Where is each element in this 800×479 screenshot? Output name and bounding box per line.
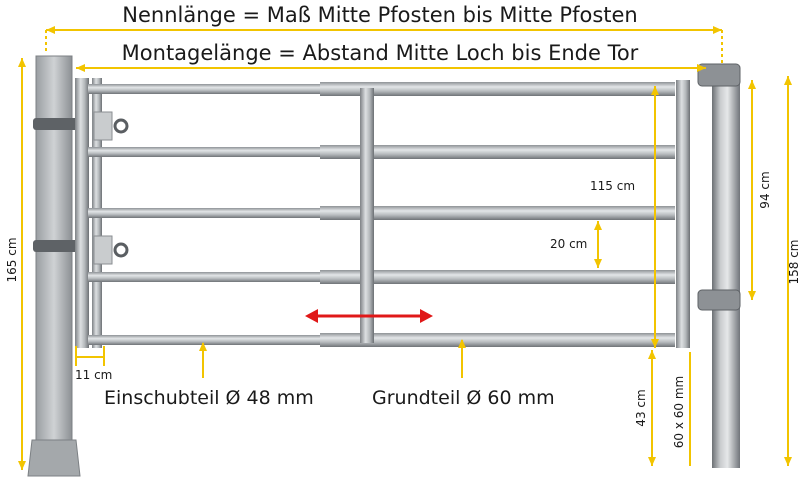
adjust-arrow <box>305 309 433 323</box>
right-post <box>697 63 741 468</box>
post-total-label: 158 cm <box>787 239 800 284</box>
left-post <box>27 55 81 477</box>
insert-offset-label: 11 cm <box>75 368 112 382</box>
gate-latch-frame <box>676 80 690 348</box>
dimension-lines <box>18 26 792 470</box>
base-part-label: Grundteil Ø 60 mm <box>372 387 555 409</box>
upper-section-label: 94 cm <box>758 171 772 208</box>
post-profile-label: 60 x 60 mm <box>672 376 686 448</box>
nominal-length-title: Nennlänge = Maß Mitte Pfosten bis Mitte … <box>122 3 637 27</box>
insert-part-label: Einschubteil Ø 48 mm <box>104 387 314 409</box>
mounting-length-title: Montagelänge = Abstand Mitte Loch bis En… <box>122 41 639 65</box>
ground-clearance-label: 43 cm <box>634 389 648 426</box>
gate-height-label: 115 cm <box>590 179 635 193</box>
gate-rails <box>88 82 675 347</box>
bar-spacing-label: 20 cm <box>550 237 587 251</box>
post-height-label: 165 cm <box>5 237 19 282</box>
middle-brace <box>360 88 374 343</box>
